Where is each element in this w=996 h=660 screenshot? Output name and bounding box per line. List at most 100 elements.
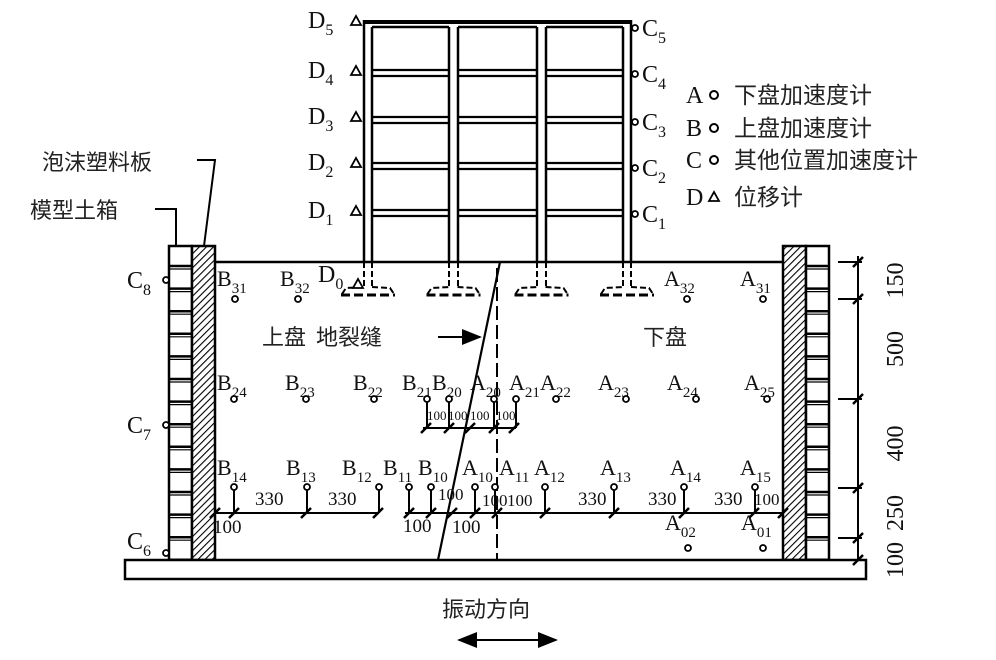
box-accelerometer-label: C6 <box>127 529 151 560</box>
accelerometer-label: B10 <box>418 455 448 486</box>
accelerometer-label: B31 <box>217 266 247 297</box>
accelerometer-label: A12 <box>534 455 565 486</box>
spacing-label: 100 <box>507 491 533 510</box>
vibration-direction-label: 振动方向 <box>442 598 530 623</box>
displacement-meter-icon <box>351 277 365 289</box>
structure-accelerometer-label: C2 <box>642 156 666 187</box>
floor-slabs <box>372 68 623 218</box>
ground-fissure-line <box>436 261 502 561</box>
accelerometer-label: B32 <box>280 266 310 297</box>
accelerometer-icon <box>445 395 453 403</box>
foam-board-leader <box>197 159 217 247</box>
spacing-label: 100 <box>452 517 481 538</box>
foam-board-label: 泡沫塑料板 <box>42 151 152 176</box>
foam-board-left <box>190 244 217 562</box>
spacing-label: 100 <box>213 517 242 538</box>
accelerometer-icon <box>294 295 302 303</box>
accelerometer-icon <box>162 276 170 284</box>
legend-text: 位移计 <box>734 185 803 211</box>
accelerometer-icon <box>490 395 498 403</box>
spacing-label: 100 <box>427 408 447 423</box>
legend-text: 其他位置加速度计 <box>734 148 918 174</box>
accelerometer-icon <box>684 544 692 552</box>
building-frame <box>362 20 633 262</box>
foundations <box>341 262 654 297</box>
spacing-label: 100 <box>403 516 432 537</box>
accelerometer-icon <box>231 295 239 303</box>
legend-letter: C <box>686 148 702 174</box>
structure-accelerometer-label: C1 <box>642 202 666 233</box>
displacement-meter-label: D4 <box>308 58 333 89</box>
displacement-meter-icon <box>349 110 363 122</box>
accelerometer-label: A31 <box>740 266 771 297</box>
accelerometer-label: A02 <box>665 510 696 541</box>
accelerometer-label: A22 <box>540 370 571 401</box>
accelerometer-icon <box>683 295 691 303</box>
triangle-symbol-icon <box>707 190 721 202</box>
roof-beam <box>364 20 632 24</box>
spacing-label: 100 <box>448 408 468 423</box>
soil-box-right-wall <box>781 244 831 564</box>
accelerometer-icon <box>759 544 767 552</box>
accelerometer-icon <box>423 395 431 403</box>
box-accelerometer-label: C8 <box>127 268 151 299</box>
accelerometer-icon <box>631 210 639 218</box>
spacing-label: 100 <box>754 490 780 509</box>
accelerometer-icon <box>759 295 767 303</box>
accelerometer-icon <box>622 395 630 403</box>
accelerometer-label: B14 <box>217 455 247 486</box>
accelerometer-label: A14 <box>670 455 701 486</box>
accelerometer-label: B23 <box>285 370 315 401</box>
accelerometer-label: A25 <box>744 370 775 401</box>
accelerometer-icon <box>680 483 688 491</box>
accelerometer-icon <box>610 483 618 491</box>
accelerometer-label: A10 <box>462 455 493 486</box>
soil-box-label: 模型土箱 <box>30 199 118 224</box>
accelerometer-label: B11 <box>383 455 412 486</box>
vertical-dimension-label: 500 <box>883 331 909 367</box>
spacing-label: 100 <box>438 485 464 504</box>
spacing-label: 330 <box>328 489 357 510</box>
accelerometer-icon <box>405 483 413 491</box>
legend-item: D 位移计 <box>686 185 803 211</box>
legend-item: C 其他位置加速度计 <box>686 148 918 174</box>
spacing-label: 330 <box>578 489 607 510</box>
accelerometer-icon <box>692 395 700 403</box>
foam-board-right <box>781 244 808 562</box>
legend-letter: B <box>686 116 702 142</box>
accelerometer-icon <box>375 483 383 491</box>
spacing-label: 100 <box>482 491 508 510</box>
accelerometer-label: B13 <box>286 455 316 486</box>
shaking-table-base <box>123 558 868 581</box>
displacement-meter-label: D3 <box>308 104 333 135</box>
accelerometer-icon <box>541 483 549 491</box>
accelerometer-icon <box>302 395 310 403</box>
displacement-meter-icon <box>349 64 363 76</box>
vertical-dimension-label: 250 <box>883 495 909 531</box>
soil-box-leader <box>155 208 177 246</box>
legend-text: 下盘加速度计 <box>734 83 872 109</box>
ground-fissure-label: 地裂缝 <box>316 326 382 351</box>
circle-symbol-icon <box>709 123 719 133</box>
spacing-label: 100 <box>470 408 490 423</box>
accelerometer-label: B12 <box>342 455 372 486</box>
legend-letter: A <box>686 83 704 109</box>
soil-box-left-wall <box>167 244 217 564</box>
accelerometer-label: A01 <box>741 510 772 541</box>
legend-text: 上盘加速度计 <box>734 116 872 142</box>
accelerometer-icon <box>230 395 238 403</box>
legend-letter: D <box>686 185 703 211</box>
legend: A 下盘加速度计 B 上盘加速度计 C 其他位置加速度计 D 位移计 <box>686 83 918 211</box>
vertical-dimension-label: 400 <box>883 426 909 462</box>
accelerometer-icon <box>427 483 435 491</box>
spacing-label: 330 <box>648 489 677 510</box>
accelerometer-icon <box>631 164 639 172</box>
footwall-label: 下盘 <box>643 326 687 351</box>
structure-accelerometer-label: C4 <box>642 62 666 93</box>
accelerometer-icon <box>631 118 639 126</box>
displacement-meter-icon <box>349 156 363 168</box>
displacement-meter-icon <box>349 14 363 26</box>
accelerometer-icon <box>491 483 499 491</box>
